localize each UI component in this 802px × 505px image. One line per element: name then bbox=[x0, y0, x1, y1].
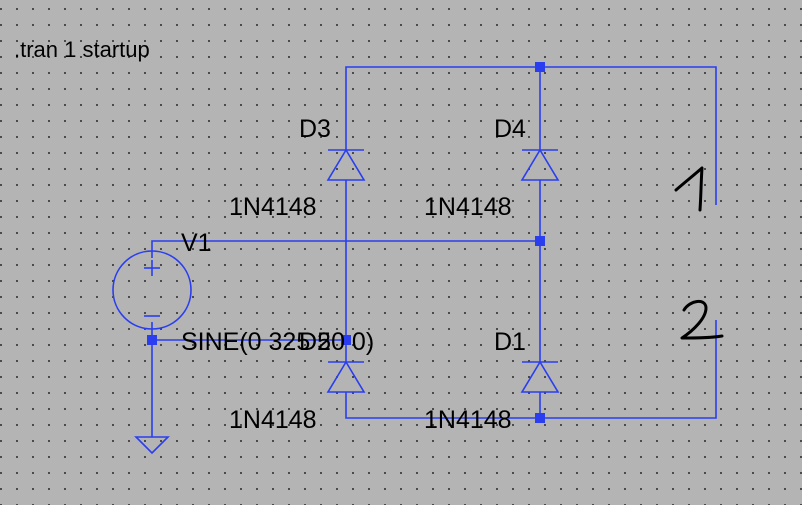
diode-triangle-icon bbox=[520, 148, 560, 181]
diode-triangle-icon bbox=[326, 148, 366, 181]
source-circle-icon bbox=[112, 250, 192, 330]
wires bbox=[151, 66, 717, 437]
diode-triangle-icon bbox=[326, 360, 366, 393]
ground-icon[interactable] bbox=[134, 436, 170, 455]
source-name-label[interactable]: V1 bbox=[181, 229, 212, 257]
wire-v1-positive[interactable] bbox=[151, 240, 540, 258]
diode-model-label[interactable]: 1N4148 bbox=[229, 193, 317, 221]
diode-model-label[interactable]: 1N4148 bbox=[424, 406, 512, 434]
diode-ref-label[interactable]: D1 bbox=[494, 328, 526, 356]
wire-top[interactable] bbox=[345, 66, 717, 205]
diode-d3[interactable] bbox=[326, 148, 366, 181]
handwritten-terminal-2: 2 bbox=[680, 300, 724, 340]
diode-ref-label[interactable]: D2 bbox=[299, 328, 331, 356]
handwritten-terminal-1: 1 bbox=[674, 166, 704, 212]
diode-d4[interactable] bbox=[520, 148, 560, 181]
voltage-source-v1[interactable] bbox=[112, 250, 192, 330]
source-value-label[interactable]: SINE(0 325 50 0) bbox=[181, 328, 374, 356]
spice-directive[interactable]: .tran 1 startup bbox=[14, 37, 150, 62]
junction-dot-mid bbox=[535, 236, 545, 246]
junction-dot-left bbox=[341, 335, 351, 345]
diode-triangle-icon bbox=[520, 360, 560, 393]
diode-d1[interactable] bbox=[520, 360, 560, 393]
diode-ref-label[interactable]: D3 bbox=[299, 115, 331, 143]
junction-dot-source-neg bbox=[147, 335, 157, 345]
diode-model-label[interactable]: 1N4148 bbox=[229, 406, 317, 434]
junction-dot-bottom bbox=[535, 413, 545, 423]
diode-d2[interactable] bbox=[326, 360, 366, 393]
diode-ref-label[interactable]: D4 bbox=[494, 115, 526, 143]
diode-model-label[interactable]: 1N4148 bbox=[424, 193, 512, 221]
junction-dot-top bbox=[535, 62, 545, 72]
wire-bottom[interactable] bbox=[345, 320, 717, 419]
